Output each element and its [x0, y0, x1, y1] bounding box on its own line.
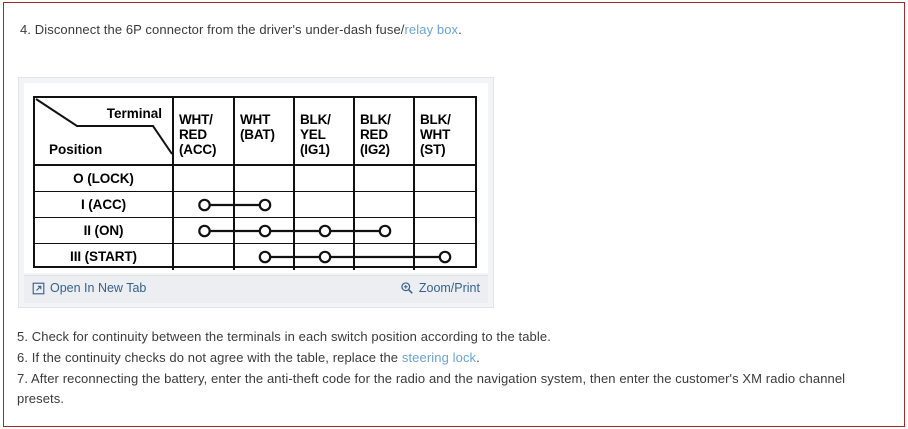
row-label-start: III (START)	[35, 244, 174, 270]
cell-on-acc	[174, 218, 235, 244]
column-header-ig1: BLK/ YEL (IG1)	[295, 98, 355, 166]
column-header-ig2-line3: (IG2)	[360, 142, 390, 157]
column-header-bat: WHT (BAT)	[235, 98, 295, 166]
cell-on-bat	[235, 218, 295, 244]
cell-acc-bat	[235, 192, 295, 218]
step-5-text: 5. Check for continuity between the term…	[17, 329, 551, 344]
steps-after-figure: 5. Check for continuity between the term…	[17, 327, 889, 411]
column-header-ig2: BLK/ RED (IG2)	[355, 98, 415, 166]
column-header-st-line2: WHT	[420, 127, 451, 142]
cell-start-acc	[174, 244, 235, 270]
column-header-ig2-line2: RED	[360, 127, 388, 142]
column-header-st: BLK/ WHT (ST)	[415, 98, 475, 166]
step-4-text: 4. Disconnect the 6P connector from the …	[20, 20, 880, 39]
cell-on-ig2	[355, 218, 415, 244]
column-header-acc-line2: RED	[179, 127, 207, 142]
figure-toolbar: Open In New Tab Zoom/Print	[24, 275, 488, 303]
row-label-lock: O (LOCK)	[35, 166, 174, 192]
cell-lock-st	[415, 166, 475, 192]
step-4-text-after: .	[458, 22, 462, 37]
external-link-icon	[32, 282, 45, 294]
cell-acc-ig2	[355, 192, 415, 218]
zoom-print-button[interactable]: Zoom/Print	[400, 281, 480, 295]
column-header-ig1-line3: (IG1)	[300, 142, 330, 157]
cell-start-ig1	[295, 244, 355, 270]
open-in-new-tab-button[interactable]: Open In New Tab	[32, 281, 146, 295]
page-frame: 4. Disconnect the 6P connector from the …	[3, 2, 905, 427]
row-label-on: II (ON)	[35, 218, 174, 244]
step-6-text: 6. If the continuity checks do not agree…	[17, 348, 889, 367]
figure-container: Terminal Position WHT/ RED (ACC) WHT (BA…	[18, 77, 494, 308]
zoom-in-icon	[401, 282, 413, 294]
column-header-st-line1: BLK/	[420, 112, 451, 127]
continuity-table-grid: Terminal Position WHT/ RED (ACC) WHT (BA…	[35, 98, 475, 270]
cell-start-ig2	[355, 244, 415, 270]
cell-acc-st	[415, 192, 475, 218]
cell-acc-ig1	[295, 192, 355, 218]
column-header-bat-line3: (BAT)	[240, 127, 275, 142]
step-6-text-before: 6. If the continuity checks do not agree…	[17, 350, 402, 365]
step-7-text: 7. After reconnecting the battery, enter…	[17, 371, 846, 406]
steering-lock-link[interactable]: steering lock	[401, 350, 477, 365]
column-header-ig1-line1: BLK/	[300, 112, 331, 127]
corner-diagonal-divider	[35, 98, 172, 155]
terminal-header-label: Terminal	[106, 106, 162, 121]
table-corner-header: Terminal Position	[35, 98, 174, 166]
relay-box-link[interactable]: relay box	[404, 22, 459, 37]
cell-start-bat	[235, 244, 295, 270]
open-in-new-tab-label: Open In New Tab	[50, 281, 147, 295]
cell-lock-ig1	[295, 166, 355, 192]
row-label-acc: I (ACC)	[35, 192, 174, 218]
figure-image-canvas[interactable]: Terminal Position WHT/ RED (ACC) WHT (BA…	[24, 83, 488, 273]
cell-acc-acc	[174, 192, 235, 218]
step-6-text-after: .	[476, 350, 480, 365]
cell-lock-acc	[174, 166, 235, 192]
step-4-text-before: 4. Disconnect the 6P connector from the …	[20, 22, 405, 37]
zoom-print-label: Zoom/Print	[418, 281, 480, 295]
column-header-acc-line1: WHT/	[179, 112, 213, 127]
continuity-table: Terminal Position WHT/ RED (ACC) WHT (BA…	[33, 96, 477, 270]
cell-lock-bat	[235, 166, 295, 192]
position-header-label: Position	[49, 142, 103, 157]
cell-on-st	[415, 218, 475, 244]
cell-on-ig1	[295, 218, 355, 244]
cell-start-st	[415, 244, 475, 270]
column-header-acc: WHT/ RED (ACC)	[174, 98, 235, 166]
cell-lock-ig2	[355, 166, 415, 192]
column-header-ig2-line1: BLK/	[360, 112, 391, 127]
column-header-bat-line2: WHT	[240, 112, 271, 127]
column-header-st-line3: (ST)	[420, 142, 446, 157]
column-header-acc-line3: (ACC)	[179, 142, 217, 157]
column-header-ig1-line2: YEL	[300, 127, 326, 142]
